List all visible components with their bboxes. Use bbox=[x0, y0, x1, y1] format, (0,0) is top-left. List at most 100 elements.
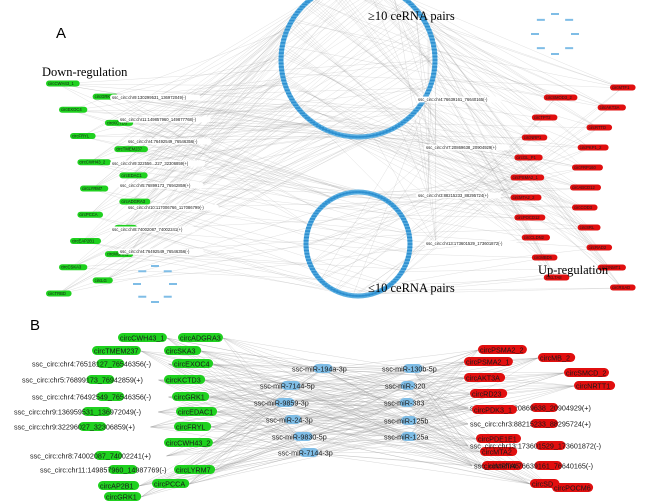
panel-a-down-node-shape bbox=[59, 106, 88, 113]
edge bbox=[308, 452, 473, 467]
panel-a-down-mid-node-label: ssc_circ:chr10:117006766_117086799(-) bbox=[128, 205, 204, 210]
bottom-ring-node bbox=[371, 292, 377, 295]
edge bbox=[158, 368, 323, 413]
panel-b-up-node-shape bbox=[480, 447, 518, 456]
edge bbox=[434, 48, 556, 99]
edge bbox=[209, 368, 323, 398]
panel-b-down-node: ssc_circ:chr4:76492549_76546356(-) bbox=[32, 392, 151, 402]
edge bbox=[334, 147, 437, 291]
panel-a-up-node-shape bbox=[610, 84, 636, 91]
edge bbox=[184, 419, 293, 471]
edge bbox=[309, 243, 437, 263]
edge bbox=[209, 396, 407, 404]
bottom-ring-node bbox=[402, 265, 408, 267]
top-ring-node bbox=[421, 19, 427, 22]
edge bbox=[309, 157, 527, 263]
edge bbox=[209, 396, 293, 421]
edge bbox=[413, 0, 623, 89]
bottom-ring-node bbox=[330, 288, 336, 291]
edge bbox=[302, 436, 553, 489]
top-ring-node bbox=[286, 92, 292, 95]
edge bbox=[121, 163, 354, 193]
edge bbox=[140, 350, 285, 404]
panel-b-up-node: circAKT3A bbox=[464, 373, 506, 382]
bottom-ring-node bbox=[345, 294, 351, 296]
edge bbox=[412, 368, 473, 467]
panel-a-up-node: circMBD5 bbox=[531, 254, 558, 261]
edge bbox=[89, 0, 314, 163]
top-ring-node bbox=[432, 59, 438, 61]
edge bbox=[412, 368, 469, 425]
panel-b-up-node: circSMCD_2 bbox=[564, 368, 609, 377]
edge bbox=[290, 385, 469, 425]
edge bbox=[129, 122, 314, 187]
bottom-ring-node bbox=[339, 193, 345, 196]
edge bbox=[428, 30, 590, 149]
edge bbox=[415, 9, 437, 245]
edge bbox=[166, 402, 407, 457]
panel-a-up-node-shape bbox=[610, 284, 636, 291]
panel-b-down-node-shape bbox=[98, 481, 140, 490]
edge bbox=[303, 5, 585, 209]
edge bbox=[406, 402, 469, 425]
panel-a-down-node: circEAP2B1 bbox=[70, 238, 102, 244]
top-ring-node bbox=[352, 136, 358, 138]
edge bbox=[284, 402, 553, 489]
bottom-ring-node bbox=[315, 210, 321, 212]
edge bbox=[126, 3, 411, 229]
top-ring-node bbox=[295, 11, 301, 13]
annotation-bottom-ring: ≤10 ceRNA pairs bbox=[368, 281, 455, 295]
edge bbox=[389, 202, 590, 229]
edge bbox=[81, 27, 289, 137]
panel-b-down-node: ssc_circ:chr9:136959531_136972049(-) bbox=[14, 407, 141, 417]
panel-b-up-node-label: circPSMA2_2 bbox=[480, 345, 524, 354]
top-ring-node bbox=[304, 117, 310, 119]
edge bbox=[82, 241, 322, 281]
bottom-ring-node bbox=[402, 221, 408, 223]
panel-a-up-node-label: circTPT2 bbox=[534, 115, 551, 120]
top-ring-node bbox=[406, 1, 412, 3]
panel-b-down-node: circTMEM237 bbox=[92, 346, 141, 355]
edge bbox=[407, 361, 465, 387]
top-ring-node bbox=[432, 66, 438, 68]
panel-b-up-node-label: circNRTT1 bbox=[576, 381, 610, 390]
edge bbox=[424, 21, 623, 89]
edge bbox=[308, 157, 527, 228]
panel-b-mirna-node-label: ssc-miR-130b-5p bbox=[382, 365, 437, 374]
edge bbox=[408, 420, 553, 489]
cluster-top-right-node bbox=[536, 18, 545, 21]
panel-b-down-node: circGRK1 bbox=[172, 392, 210, 401]
edge bbox=[91, 73, 283, 190]
panel-b-down-node: ssc_circ:chr11:149857960_14987769(-) bbox=[40, 465, 167, 475]
edge bbox=[302, 436, 469, 447]
panel-a-small-clusters bbox=[133, 13, 579, 303]
edge bbox=[129, 136, 365, 187]
edge bbox=[168, 363, 293, 421]
edge bbox=[209, 396, 409, 438]
panel-b-down-node-label: ssc_circ:chr9:32296027_32306859(+) bbox=[14, 423, 135, 432]
panel-b-mirna-node: ssc-miR-7144-5p bbox=[260, 381, 315, 391]
top-ring-node bbox=[362, 135, 368, 138]
panel-b-up-node: ssc_circ:chr4:76639161_76640165(-) bbox=[474, 461, 593, 471]
bottom-ring-node bbox=[348, 294, 354, 297]
panel-b-mirna-node: ssc-miR-383 bbox=[384, 398, 424, 408]
panel-a-down-node-label: circGRK1 bbox=[95, 94, 114, 99]
panel-b-down-node-label: circKCTD3 bbox=[166, 375, 201, 384]
top-ring-node bbox=[279, 72, 285, 75]
panel-b-up-node: circPDK3_1 bbox=[472, 405, 517, 414]
edge bbox=[333, 177, 523, 199]
top-ring-node bbox=[430, 76, 436, 78]
edge bbox=[314, 0, 623, 289]
panel-b-up-node-shape bbox=[535, 441, 566, 450]
annotation-down-regulation: Down-regulation bbox=[42, 65, 128, 79]
edge bbox=[71, 110, 415, 113]
bottom-ring-node bbox=[324, 285, 330, 287]
top-ring-node bbox=[291, 16, 297, 19]
panel-a-up-node-shape bbox=[571, 204, 598, 211]
bottom-ring-node bbox=[403, 262, 409, 264]
edge bbox=[434, 57, 527, 159]
bottom-ring-node bbox=[386, 285, 392, 287]
panel-a-up-node-shape bbox=[597, 104, 626, 111]
panel-a-up-node-label: circFRP160 bbox=[574, 165, 597, 170]
